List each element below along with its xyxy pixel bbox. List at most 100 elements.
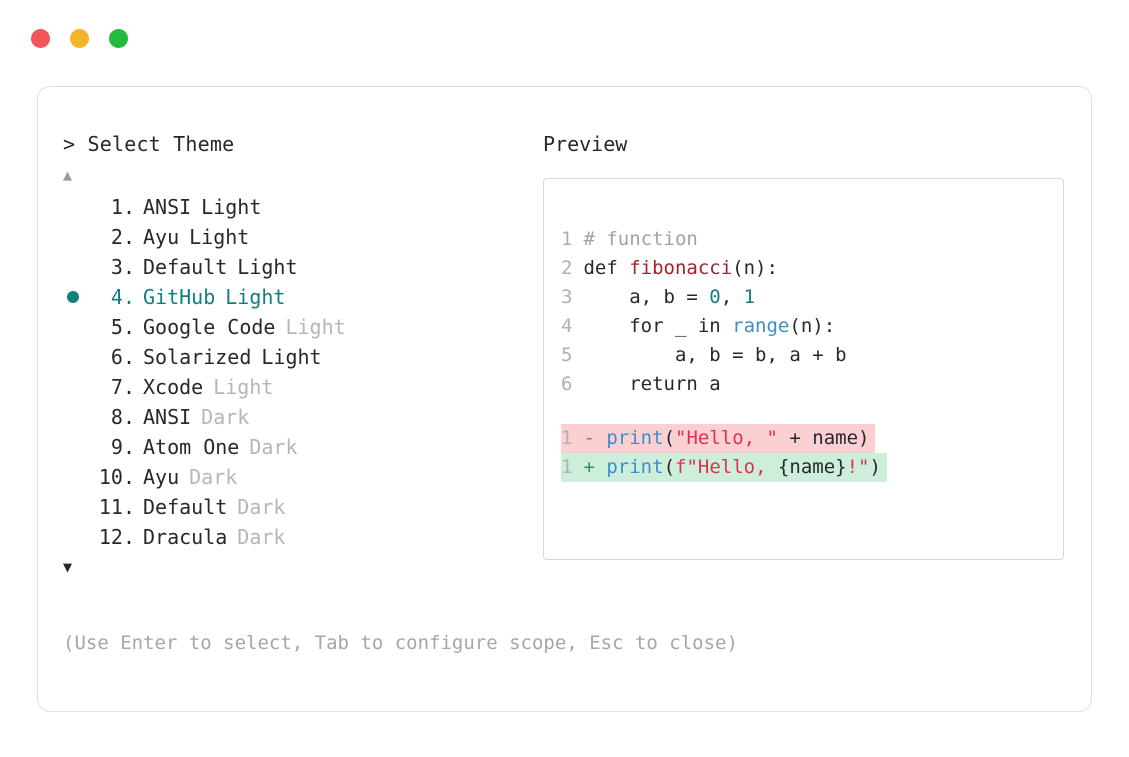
theme-item-index: 1. [98, 195, 135, 219]
diff-gutter-space [572, 456, 583, 478]
theme-item-bullet-cell [63, 492, 95, 522]
theme-list-item[interactable]: 1. ANSI Light [63, 192, 533, 222]
code-line: 6 return a [561, 370, 1057, 399]
theme-item-name: Default [143, 255, 228, 279]
theme-item-gap [135, 522, 143, 552]
code-token: ( [663, 456, 676, 478]
theme-item-name: Dracula [143, 525, 228, 549]
diff-line-add: 1 + print(f"Hello, {name}!") [561, 453, 1057, 482]
diff-gutter-space [572, 427, 583, 449]
code-token: f"Hello, [675, 456, 778, 478]
code-line: 3 a, b = 0, 1 [561, 283, 1057, 312]
theme-item-variant: Dark [237, 495, 286, 519]
theme-item-name: Solarized [143, 345, 252, 369]
code-line: 5 a, b = b, a + b [561, 341, 1057, 370]
code-token: 1 [743, 286, 756, 308]
code-token: def [583, 257, 630, 279]
theme-item-variant: Light [285, 315, 346, 339]
theme-item-gap [135, 402, 143, 432]
theme-item-variant: Light [201, 195, 262, 219]
theme-item-variant: Light [213, 375, 274, 399]
scroll-down-icon[interactable]: ▼ [63, 558, 73, 576]
theme-item-bullet-cell [63, 462, 95, 492]
theme-item-index: 10. [98, 465, 135, 489]
code-blank-line [561, 399, 1057, 424]
code-token: {name} [777, 456, 847, 478]
window-close-button[interactable] [31, 29, 50, 48]
code-token: , [720, 286, 744, 308]
theme-list-item[interactable]: 6. Solarized Light [63, 342, 533, 372]
theme-list-item[interactable]: 2. Ayu Light [63, 222, 533, 252]
diff-line-number: 1 [561, 456, 573, 478]
code-token: !" [846, 456, 870, 478]
code-line-number: 4 [561, 315, 573, 337]
code-line: 2 def fibonacci(n): [561, 254, 1057, 283]
theme-item-variant: Light [261, 345, 322, 369]
code-token: 0 [709, 286, 721, 308]
code-token: "Hello, " [675, 427, 778, 449]
theme-item-bullet-cell [63, 312, 95, 342]
code-token: print [606, 456, 664, 478]
theme-item-name: Ayu [143, 465, 180, 489]
theme-item-index: 2. [98, 225, 135, 249]
theme-item-name: GitHub [143, 285, 216, 309]
code-token: for _ in [583, 315, 733, 337]
theme-item-index: 8. [98, 405, 135, 429]
diff-sign-space [595, 456, 606, 478]
theme-item-index: 3. [98, 255, 135, 279]
code-gutter-space [572, 286, 583, 308]
theme-item-gap [135, 432, 143, 462]
theme-item-gap [135, 492, 143, 522]
picker-title: > Select Theme [63, 132, 235, 156]
code-line: 1 # function [561, 225, 1057, 254]
preview-title: Preview [543, 132, 628, 156]
theme-item-gap [135, 222, 143, 252]
code-token: ) [869, 456, 881, 478]
theme-item-gap [135, 312, 143, 342]
diff-line-del: 1 - print("Hello, " + name) [561, 424, 1057, 453]
theme-item-index: 7. [98, 375, 135, 399]
theme-item-variant: Light [189, 225, 250, 249]
code-gutter-space [572, 257, 583, 279]
theme-item-variant: Dark [237, 525, 286, 549]
theme-item-name: Google Code [143, 315, 276, 339]
selected-bullet-icon [67, 291, 79, 303]
theme-item-name: ANSI [143, 195, 192, 219]
code-token: # function [583, 228, 698, 250]
theme-item-variant: Dark [201, 405, 250, 429]
theme-item-name: Ayu [143, 225, 180, 249]
code-gutter-space [572, 373, 583, 395]
code-token: (n): [732, 257, 778, 279]
diff-line-number: 1 [561, 427, 573, 449]
diff-sign-space [595, 427, 606, 449]
code-token: a, b = b, a + b [583, 344, 847, 366]
theme-item-bullet-cell [63, 402, 95, 432]
code-line-number: 3 [561, 286, 573, 308]
diff-line-body: 1 + print(f"Hello, {name}!") [561, 453, 887, 482]
scroll-up-icon[interactable]: ▲ [63, 166, 73, 184]
theme-item-bullet-cell [63, 252, 95, 282]
theme-item-index: 6. [98, 345, 135, 369]
window-maximize-button[interactable] [109, 29, 128, 48]
code-gutter-space [572, 315, 583, 337]
theme-item-bullet-cell [63, 432, 95, 462]
theme-item-bullet-cell [63, 222, 95, 252]
code-gutter-space [572, 344, 583, 366]
code-line-number: 2 [561, 257, 573, 279]
theme-item-variant: Dark [249, 435, 298, 459]
window-minimize-button[interactable] [70, 29, 89, 48]
theme-item-bullet-cell [63, 372, 95, 402]
code-token: a, b = [583, 286, 710, 308]
